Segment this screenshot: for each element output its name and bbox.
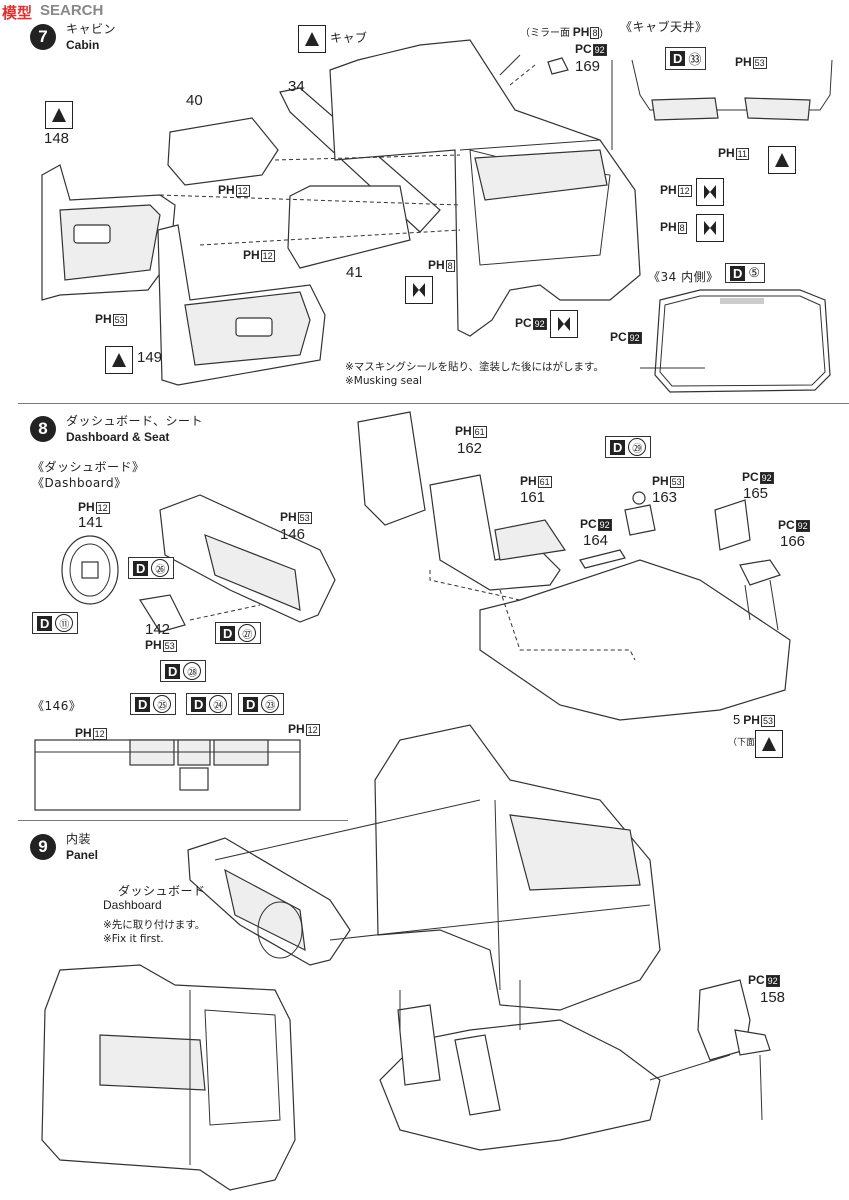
glue-icon bbox=[405, 276, 433, 304]
section-divider bbox=[18, 403, 849, 404]
step-7-title-en: Cabin bbox=[66, 38, 100, 52]
part-158: 158 bbox=[760, 989, 786, 1006]
part-163: 163 bbox=[652, 489, 678, 506]
note-fix-first: ※先に取り付けます。 ※Fix it first. bbox=[103, 919, 206, 945]
label-cab: キャブ bbox=[330, 31, 368, 45]
glue-icon bbox=[696, 178, 724, 206]
glue-icon bbox=[768, 146, 796, 174]
section-divider bbox=[18, 820, 348, 821]
label-dashboard-panel-jp: ダッシュボード bbox=[118, 884, 206, 898]
step-7-title-jp: キャビン bbox=[66, 22, 117, 36]
part-41: 41 bbox=[346, 264, 363, 281]
step-number-8: 8 bbox=[30, 416, 56, 442]
label-dashboard-jp: 《ダッシュボード》 bbox=[32, 460, 145, 474]
part-165: 165 bbox=[743, 485, 769, 502]
note-masking: ※マスキングシールを貼り、塗装した後にはがします。 ※Musking seal bbox=[345, 361, 605, 387]
part-149: 149 bbox=[137, 349, 163, 366]
part-141: 141 bbox=[78, 514, 104, 531]
dashboard-seat-diagram bbox=[34, 411, 791, 811]
part-146: 146 bbox=[280, 526, 306, 543]
part-166: 166 bbox=[780, 533, 806, 550]
part-162: 162 bbox=[457, 440, 483, 457]
watermark-text: SEARCH bbox=[40, 2, 104, 19]
glue-icon bbox=[550, 310, 578, 338]
glue-icon bbox=[298, 25, 326, 53]
step-9-title-jp: 内装 bbox=[66, 832, 92, 846]
glue-icon bbox=[105, 346, 133, 374]
watermark: 模型 SEARCH bbox=[0, 2, 170, 22]
label-underside: （下面 bbox=[728, 737, 756, 747]
step-number-7: 7 bbox=[30, 24, 56, 50]
step-9-title-en: Panel bbox=[66, 848, 99, 862]
label-34-inside: 《34 内側》 bbox=[648, 270, 719, 284]
part-169: 169 bbox=[575, 58, 601, 75]
part-161: 161 bbox=[520, 489, 546, 506]
step-8-title-jp: ダッシュボード、シート bbox=[66, 414, 204, 428]
panel-assembly-diagram bbox=[41, 724, 771, 1191]
label-cab-roof: 《キャブ天井》 bbox=[620, 20, 708, 34]
cabin-assembly-diagram bbox=[41, 39, 833, 393]
part-148: 148 bbox=[44, 130, 70, 147]
step-number-9: 9 bbox=[30, 834, 56, 860]
label-146-view: 《146》 bbox=[32, 699, 82, 713]
part-34: 34 bbox=[288, 78, 305, 95]
label-dashboard-panel-en: Dashboard bbox=[103, 898, 162, 912]
watermark-logo: 模型 bbox=[2, 5, 33, 22]
step-8-title-en: Dashboard & Seat bbox=[66, 430, 170, 444]
glue-icon bbox=[45, 101, 73, 129]
glue-icon bbox=[696, 214, 724, 242]
part-164: 164 bbox=[583, 532, 609, 549]
part-40: 40 bbox=[186, 92, 203, 109]
label-dashboard-en: 《Dashboard》 bbox=[32, 476, 127, 490]
glue-icon bbox=[755, 730, 783, 758]
part-142: 142 bbox=[145, 621, 171, 638]
